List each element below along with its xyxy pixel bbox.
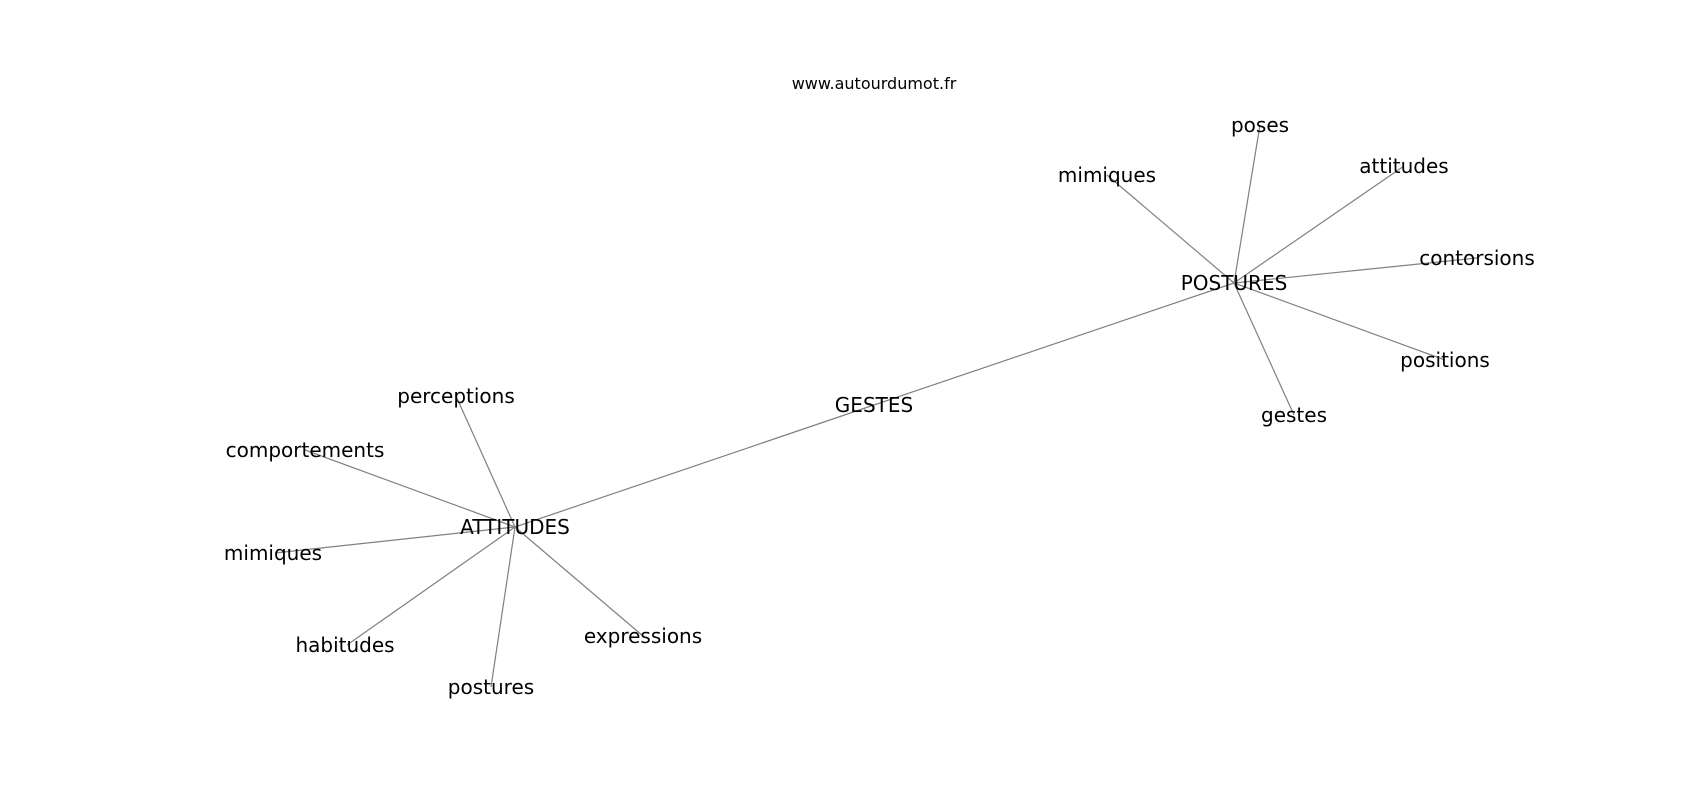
edge-postures-poses xyxy=(1233,124,1261,284)
leaf-node-attitudes-expressions: expressions xyxy=(583,624,703,648)
edge-attitudes-comportements xyxy=(304,449,516,528)
leaf-node-postures-positions: positions xyxy=(1400,348,1490,372)
edge-attitudes-mimiques xyxy=(274,526,516,554)
edge-gestes-postures xyxy=(873,282,1235,406)
leaf-node-attitudes-habitudes: habitudes xyxy=(295,633,395,657)
leaf-node-postures-attitudes: attitudes xyxy=(1359,154,1449,178)
hub-node-postures: POSTURES xyxy=(1180,271,1288,295)
leaf-node-attitudes-mimiques: mimiques xyxy=(223,541,323,565)
edge-attitudes-postures xyxy=(490,526,516,688)
edge-postures-contorsions xyxy=(1233,257,1478,284)
edge-attitudes-expressions xyxy=(514,526,644,637)
leaf-node-postures-poses: poses xyxy=(1230,113,1290,137)
edge-postures-attitudes xyxy=(1233,165,1405,284)
edge-attitudes-perceptions xyxy=(455,395,516,528)
edge-gestes-attitudes xyxy=(514,404,875,528)
leaf-node-attitudes-postures: postures xyxy=(447,675,535,699)
edge-postures-positions xyxy=(1233,282,1446,361)
leaf-node-postures-gestes: gestes xyxy=(1261,403,1327,427)
leaf-node-attitudes-perceptions: perceptions xyxy=(397,384,515,408)
edge-postures-gestes xyxy=(1233,282,1295,416)
leaf-node-postures-mimiques: mimiques xyxy=(1057,163,1157,187)
leaf-node-attitudes-comportements: comportements xyxy=(225,438,385,462)
leaf-node-postures-contorsions: contorsions xyxy=(1419,246,1535,270)
edge-attitudes-habitudes xyxy=(346,526,516,646)
hub-node-attitudes: ATTITUDES xyxy=(460,515,570,539)
edge-postures-mimiques xyxy=(1106,174,1235,284)
node-gestes: GESTES xyxy=(834,393,914,417)
source-url: www.autourdumot.fr xyxy=(791,74,957,93)
